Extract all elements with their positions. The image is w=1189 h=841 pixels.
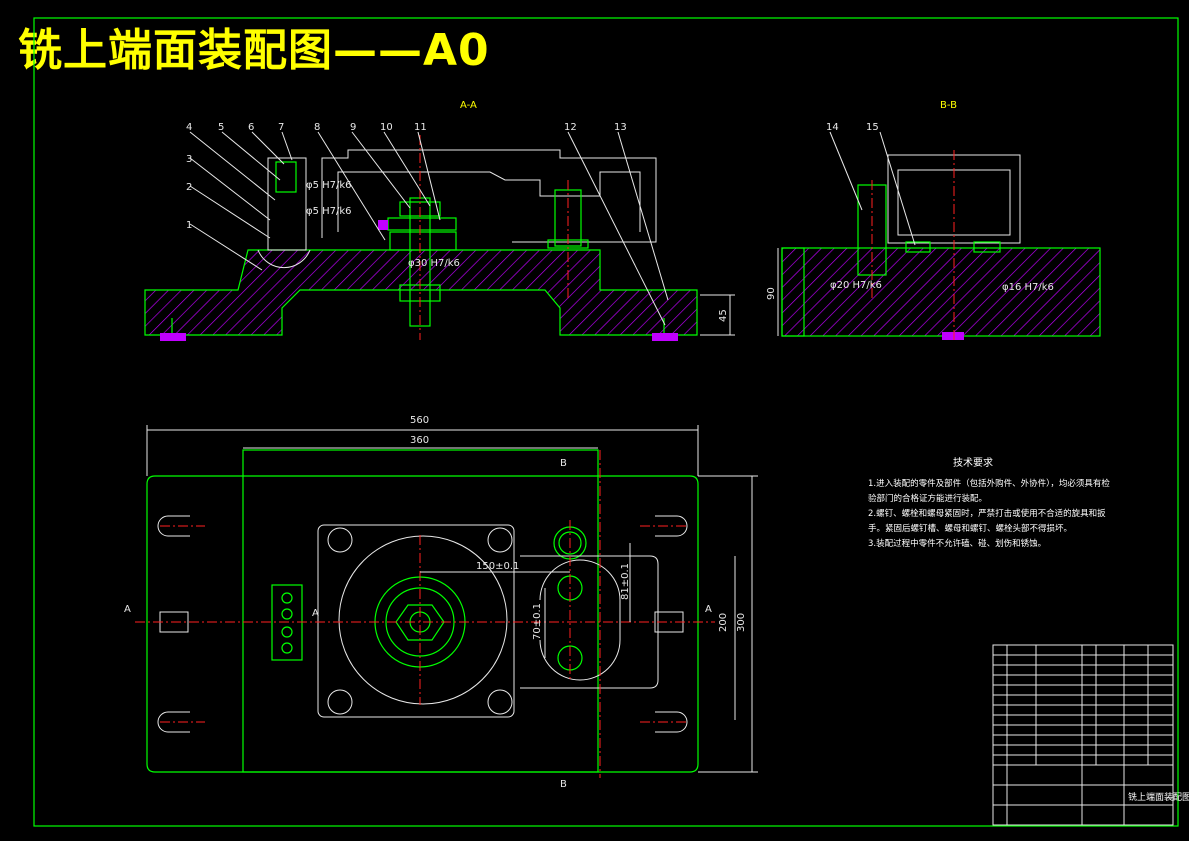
cut-label: B [560, 779, 567, 790]
cut-label: A [705, 604, 712, 615]
dim-label: 70±0.1 [532, 603, 543, 640]
tech-requirements-heading: 技术要求 [953, 458, 993, 469]
part-number: 12 [564, 122, 577, 133]
key-right [652, 333, 678, 341]
part-number: 1 [186, 220, 192, 231]
dim-label: φ30 H7/k6 [408, 258, 460, 269]
part-number: 2 [186, 182, 192, 193]
dim-label: φ16 H7/k6 [1002, 282, 1054, 293]
support-block [267, 157, 307, 251]
section-bb-view: B-B 14 15 φ20 H7/k6 φ16 H7/k6 90 [766, 100, 1101, 340]
part-number: 4 [186, 122, 192, 133]
clamp-plate [387, 217, 457, 231]
dim-label: 200 [718, 613, 729, 632]
dim-label: 360 [410, 435, 429, 446]
guide-pin [275, 161, 297, 193]
workpiece-inner [337, 171, 641, 232]
washer [389, 231, 457, 251]
drawing-title: 铣上端面装配图——A0 [18, 25, 490, 76]
cut-label: A [124, 604, 131, 615]
dim-label: φ5 H7/k6 [306, 206, 352, 217]
part-number: 14 [826, 122, 839, 133]
part-number: 9 [350, 122, 356, 133]
part-number: 5 [218, 122, 224, 133]
dim-label: 150±0.1 [476, 561, 519, 572]
title-block: 铣上端面装配图 [992, 644, 1189, 826]
top-base-outline [146, 475, 699, 773]
section-bb-label: B-B [940, 100, 957, 111]
part-number: 6 [248, 122, 254, 133]
dim-label: φ20 H7/k6 [830, 280, 882, 291]
dim-label: 45 [718, 309, 729, 322]
dim-label: 81±0.1 [620, 563, 631, 600]
dim-label: 300 [736, 613, 747, 632]
tech-requirement-item: 1.进入装配的零件及部件（包括外购件、外协件），均必须具有检验部门的合格证方能进… [868, 479, 1110, 504]
dim-label: φ5 H7/k6 [306, 180, 352, 191]
drawing-name: 铣上端面装配图 [1128, 791, 1189, 803]
section-aa-label: A-A [460, 100, 477, 111]
dim-label: 560 [410, 415, 429, 426]
support-arc [257, 249, 311, 269]
workpiece-outline [321, 149, 657, 243]
part-number: 8 [314, 122, 320, 133]
tech-requirements: 技术要求 1.进入装配的零件及部件（包括外购件、外协件），均必须具有检验部门的合… [868, 456, 1118, 552]
part-number: 10 [380, 122, 393, 133]
part-number: 11 [414, 122, 427, 133]
dim-label: 90 [766, 287, 777, 300]
part-number: 3 [186, 154, 192, 165]
pad-left [378, 220, 388, 230]
top-view: 560 360 150±0.1 81±0.1 70±0.1 200 300 A … [124, 415, 758, 790]
part-number: 13 [614, 122, 627, 133]
tech-requirement-item: 2.螺钉、螺栓和螺母紧固时，严禁打击或使用不合适的旋具和扳手。紧固后螺钉槽、螺母… [868, 509, 1106, 534]
drawing-border [33, 17, 1179, 827]
section-aa-view: A-A [144, 100, 735, 341]
key-left [160, 333, 186, 341]
cut-label: A [312, 608, 319, 619]
part-number: 7 [278, 122, 284, 133]
base-plate-bb [781, 247, 1101, 337]
part-number: 15 [866, 122, 879, 133]
cut-label: B [560, 458, 567, 469]
tech-requirement-item: 3.装配过程中零件不允许磕、碰、划伤和锈蚀。 [868, 539, 1047, 549]
